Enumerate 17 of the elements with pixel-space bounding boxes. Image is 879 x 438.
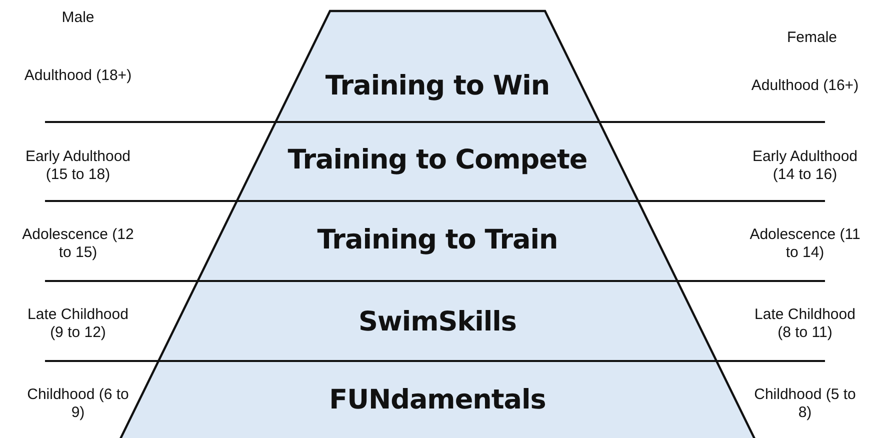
stage-name: SwimSkills bbox=[358, 306, 516, 338]
stage-name: FUNdamentals bbox=[329, 384, 546, 416]
age-label: Childhood (5 to 8) bbox=[753, 386, 857, 422]
column-heading: Male bbox=[60, 9, 96, 27]
age-label: Adolescence (12 to 15) bbox=[21, 226, 135, 262]
stage-name: Training to Compete bbox=[288, 144, 588, 176]
stage-name: Training to Win bbox=[325, 70, 550, 102]
age-label: Late Childhood (8 to 11) bbox=[754, 306, 856, 342]
age-label: Late Childhood (9 to 12) bbox=[26, 306, 130, 342]
age-label: Early Adulthood (14 to 16) bbox=[751, 148, 859, 184]
age-label: Childhood (6 to 9) bbox=[26, 386, 130, 422]
age-label: Early Adulthood (15 to 18) bbox=[24, 148, 132, 184]
age-label: Adolescence (11 to 14) bbox=[748, 226, 862, 262]
age-label: Adulthood (18+) bbox=[23, 67, 133, 85]
age-label: Adulthood (16+) bbox=[750, 77, 860, 95]
stage-name: Training to Train bbox=[317, 224, 558, 256]
column-heading: Female bbox=[786, 29, 838, 47]
